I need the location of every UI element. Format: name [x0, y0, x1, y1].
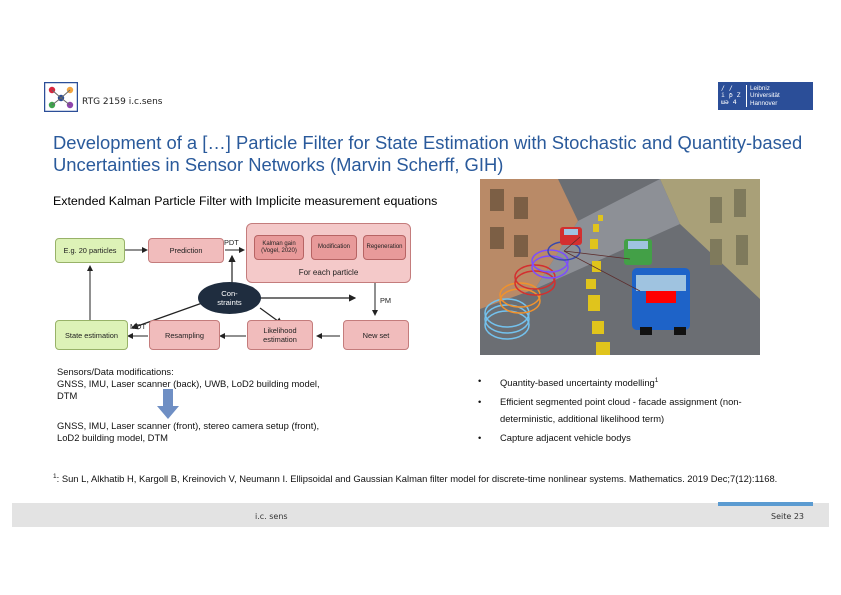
university-mark-line: i ƥ Z	[721, 91, 741, 99]
flowchart: E.g. 20 particles Prediction PDT For eac…	[50, 218, 415, 358]
pdt-label: PDT	[224, 238, 239, 247]
bullet-footnote-ref: 1	[654, 377, 659, 384]
page-number: Seite 23	[771, 512, 805, 521]
university-mark: / / i ƥ Z ɯə 4	[721, 85, 743, 107]
slide-title: Development of a […] Particle Filter for…	[53, 132, 803, 175]
state-estimation-box: State estimation	[55, 320, 128, 350]
rtg-logo	[44, 82, 78, 112]
mdt-label: MDT	[130, 322, 147, 331]
for-each-particle-label: For each particle	[298, 268, 359, 277]
footnote-marker: 1	[53, 473, 57, 480]
bullet-text: Quantity-based uncertainty modelling	[500, 377, 655, 389]
bullet-text: Efficient segmented point cloud - facade…	[500, 396, 742, 425]
bullet-item: Capture adjacent vehicle bodys	[478, 429, 778, 446]
slide-subtitle: Extended Kalman Particle Filter with Imp…	[53, 194, 438, 208]
prediction-box: Prediction	[148, 238, 224, 263]
feature-bullets: Quantity-based uncertainty modelling1 Ef…	[478, 372, 778, 446]
modification-box: Modification	[311, 235, 357, 260]
footnote-text: : Sun L, Alkhatib H, Kargoll B, Kreinovi…	[56, 473, 778, 485]
footnote: 1: Sun L, Alkhatib H, Kargoll B, Kreinov…	[53, 471, 783, 485]
sensors-heading: Sensors/Data modifications:	[57, 366, 174, 377]
footer-bar	[12, 503, 829, 527]
bullet-item: Efficient segmented point cloud - facade…	[478, 393, 778, 427]
likelihood-estimation-box: Likelihood estimation	[247, 320, 313, 350]
regeneration-box: Regeneration	[363, 235, 406, 260]
down-arrow-icon	[157, 389, 179, 419]
kalman-gain-box: Kalman gain (Vogel, 2020)	[254, 235, 304, 260]
sensors-before: Sensors/Data modifications: GNSS, IMU, L…	[57, 366, 327, 402]
footer-label: i.c. sens	[255, 512, 288, 521]
particles-box: E.g. 20 particles	[55, 238, 125, 263]
resampling-box: Resampling	[149, 320, 220, 350]
university-name: Leibniz Universität Hannover	[750, 85, 780, 107]
sensors-before-text: GNSS, IMU, Laser scanner (back), UWB, Lo…	[57, 378, 320, 401]
new-set-box: New set	[343, 320, 409, 350]
street-scene-image	[480, 179, 760, 355]
bullet-item: Quantity-based uncertainty modelling1	[478, 372, 778, 391]
pm-label: PM	[380, 296, 392, 305]
university-logo: / / i ƥ Z ɯə 4 Leibniz Universität Hanno…	[718, 82, 813, 110]
bullet-text: Capture adjacent vehicle bodys	[500, 432, 631, 444]
sensors-after-text: GNSS, IMU, Laser scanner (front), stereo…	[57, 420, 320, 443]
org-name: RTG 2159 i.c.sens	[82, 97, 163, 107]
university-mark-line: ɯə 4	[721, 98, 737, 106]
flowchart-arrows	[87, 247, 378, 339]
university-mark-line: / /	[721, 84, 733, 92]
footer-accent	[718, 502, 813, 506]
constraints-node: Con- straints	[198, 282, 261, 314]
university-logo-divider	[746, 85, 747, 107]
